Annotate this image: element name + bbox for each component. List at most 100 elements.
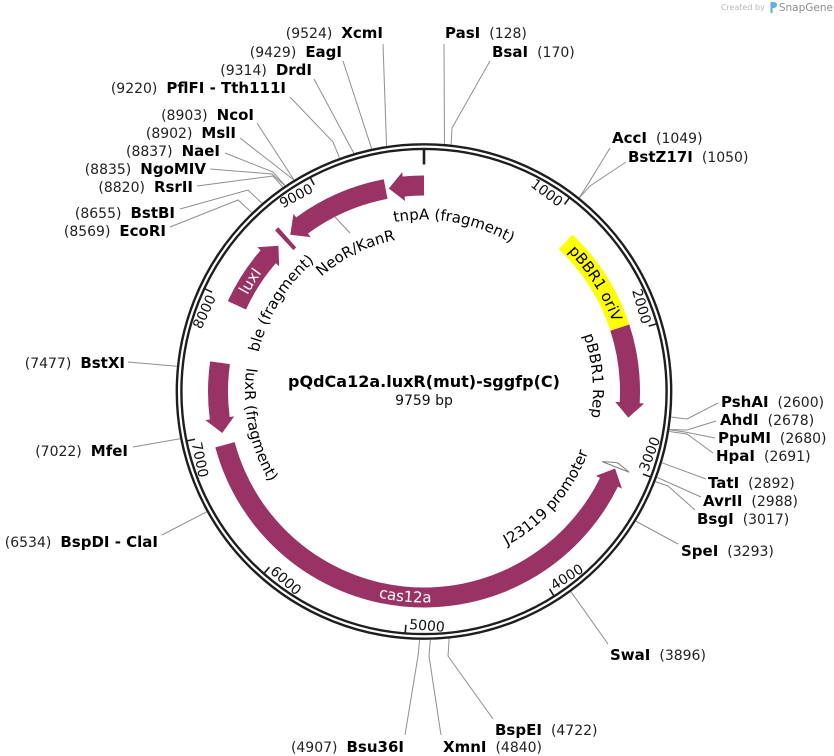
feature-cas12a[interactable] bbox=[215, 442, 622, 608]
enzyme-label-rsrii[interactable]: (8820)RsrII bbox=[98, 178, 193, 196]
enzyme-label-bstbi[interactable]: (8655)BstBI bbox=[75, 204, 175, 222]
enzyme-name[interactable]: MfeI bbox=[91, 442, 128, 460]
enzyme-label-drdi[interactable]: (9314)DrdI bbox=[220, 61, 312, 79]
feature-pbbr1-rep[interactable] bbox=[610, 324, 645, 418]
enzyme-name[interactable]: BstXI bbox=[80, 354, 125, 372]
enzyme-name[interactable]: SwaI bbox=[610, 646, 650, 664]
enzyme-label-eagi[interactable]: (9429)EagI bbox=[250, 43, 342, 61]
enzyme-name[interactable]: SpeI bbox=[681, 542, 718, 560]
enzyme-name[interactable]: TatI bbox=[708, 474, 739, 492]
feature-label-pbbr1-rep[interactable]: pBBR1 Rep bbox=[580, 331, 607, 419]
enzyme-label-bstz17i[interactable]: BstZ17I(1050) bbox=[628, 148, 748, 166]
feature-label-text[interactable]: pBBR1 oriV bbox=[565, 242, 626, 325]
enzyme-label-tati[interactable]: TatI(2892) bbox=[708, 474, 795, 492]
feature-label-text[interactable]: luxR (fragment) bbox=[241, 367, 282, 484]
enzyme-name[interactable]: BsaI bbox=[492, 43, 528, 61]
enzyme-label-xcmi[interactable]: (9524)XcmI bbox=[286, 24, 383, 42]
feature-pbbr1-oriv[interactable] bbox=[558, 234, 630, 331]
enzyme-label-ngomiv[interactable]: (8835)NgoMIV bbox=[85, 160, 207, 178]
feature-label-text[interactable]: pBBR1 Rep bbox=[580, 331, 607, 419]
feature-label-cas12a[interactable]: cas12a bbox=[378, 584, 432, 607]
feature-ble-fragment[interactable] bbox=[274, 227, 297, 251]
feature-neor-kanr[interactable] bbox=[290, 179, 388, 238]
enzyme-label-text[interactable]: (9429)EagI bbox=[250, 43, 342, 61]
feature-label-tnpa[interactable]: tnpA (fragment) bbox=[392, 205, 518, 246]
enzyme-label-mfei[interactable]: (7022)MfeI bbox=[35, 442, 128, 460]
enzyme-label-text[interactable]: (8903)NcoI bbox=[161, 106, 254, 124]
enzyme-label-text[interactable]: (9524)XcmI bbox=[286, 24, 383, 42]
enzyme-label-bspei[interactable]: BspEI(4722) bbox=[495, 721, 598, 739]
enzyme-name[interactable]: AvrII bbox=[703, 492, 742, 510]
enzyme-name[interactable]: XmnI bbox=[443, 738, 486, 756]
feature-tnpa-fragment[interactable] bbox=[388, 172, 424, 201]
enzyme-label-text[interactable]: (7022)MfeI bbox=[35, 442, 128, 460]
enzyme-name[interactable]: XcmI bbox=[341, 24, 383, 42]
enzyme-label-text[interactable]: SpeI(3293) bbox=[681, 542, 774, 560]
feature-label-neor-kanr[interactable]: NeoR/KanR bbox=[312, 226, 396, 279]
enzyme-name[interactable]: PflFI - Tth111I bbox=[166, 79, 286, 97]
enzyme-label-bstxi[interactable]: (7477)BstXI bbox=[25, 354, 125, 372]
enzyme-label-bspdi-clai[interactable]: (6534)BspDI - ClaI bbox=[5, 533, 158, 551]
enzyme-label-text[interactable]: PshAI(2600) bbox=[721, 393, 824, 411]
enzyme-name[interactable]: MslI bbox=[201, 124, 236, 142]
enzyme-name[interactable]: NcoI bbox=[217, 106, 254, 124]
enzyme-label-text[interactable]: (8837)NaeI bbox=[126, 142, 220, 160]
enzyme-label-msli[interactable]: (8902)MslI bbox=[146, 124, 236, 142]
enzyme-label-text[interactable]: (8569)EcoRI bbox=[64, 222, 166, 240]
enzyme-name[interactable]: NgoMIV bbox=[140, 160, 206, 178]
enzyme-label-ahdi[interactable]: AhdI(2678) bbox=[720, 411, 814, 429]
enzyme-label-ppumi[interactable]: PpuMI(2680) bbox=[718, 429, 826, 447]
enzyme-name[interactable]: EagI bbox=[305, 43, 342, 61]
enzyme-label-pflfi-tth111i[interactable]: (9220)PflFI - Tth111I bbox=[111, 79, 286, 97]
enzyme-label-text[interactable]: XmnI(4840) bbox=[443, 738, 542, 756]
enzyme-label-swai[interactable]: SwaI(3896) bbox=[610, 646, 706, 664]
enzyme-name[interactable]: HpaI bbox=[716, 447, 755, 465]
enzyme-name[interactable]: Bsu36I bbox=[347, 738, 405, 756]
enzyme-label-acci[interactable]: AccI(1049) bbox=[612, 129, 703, 147]
feature-label-pbbr1-oriv[interactable]: pBBR1 oriV bbox=[565, 242, 626, 325]
feature-j23119-promoter[interactable] bbox=[602, 461, 630, 473]
enzyme-label-text[interactable]: (8902)MslI bbox=[146, 124, 236, 142]
enzyme-name[interactable]: DrdI bbox=[276, 61, 312, 79]
enzyme-label-pshai[interactable]: PshAI(2600) bbox=[721, 393, 824, 411]
enzyme-label-text[interactable]: (4907)Bsu36I bbox=[291, 738, 404, 756]
enzyme-label-text[interactable]: BsgI(3017) bbox=[697, 510, 789, 528]
enzyme-label-text[interactable]: AccI(1049) bbox=[612, 129, 703, 147]
enzyme-label-text[interactable]: (7477)BstXI bbox=[25, 354, 125, 372]
enzyme-name[interactable]: EcoRI bbox=[119, 222, 166, 240]
enzyme-name[interactable]: PshAI bbox=[721, 393, 769, 411]
enzyme-label-ncoi[interactable]: (8903)NcoI bbox=[161, 106, 254, 124]
enzyme-name[interactable]: NaeI bbox=[182, 142, 220, 160]
enzyme-label-text[interactable]: (6534)BspDI - ClaI bbox=[5, 533, 158, 551]
enzyme-name[interactable]: BspEI bbox=[495, 721, 542, 739]
feature-label-luxr[interactable]: luxR (fragment) bbox=[241, 367, 282, 484]
feature-luxr-fragment[interactable] bbox=[205, 361, 235, 434]
feature-label-text[interactable]: tnpA (fragment) bbox=[392, 205, 518, 246]
enzyme-name[interactable]: PpuMI bbox=[718, 429, 771, 447]
enzyme-label-ecori[interactable]: (8569)EcoRI bbox=[64, 222, 166, 240]
enzyme-label-text[interactable]: SwaI(3896) bbox=[610, 646, 706, 664]
enzyme-label-text[interactable]: (8655)BstBI bbox=[75, 204, 175, 222]
feature-label-text[interactable]: cas12a bbox=[378, 584, 432, 607]
enzyme-label-text[interactable]: TatI(2892) bbox=[708, 474, 795, 492]
enzyme-label-text[interactable]: AhdI(2678) bbox=[720, 411, 814, 429]
enzyme-name[interactable]: RsrII bbox=[154, 178, 193, 196]
enzyme-label-text[interactable]: AvrII(2988) bbox=[703, 492, 798, 510]
enzyme-label-spei[interactable]: SpeI(3293) bbox=[681, 542, 774, 560]
enzyme-label-text[interactable]: PpuMI(2680) bbox=[718, 429, 826, 447]
enzyme-label-pasi[interactable]: PasI(128) bbox=[445, 24, 527, 42]
feature-luxi[interactable] bbox=[227, 245, 280, 310]
enzyme-label-naei[interactable]: (8837)NaeI bbox=[126, 142, 220, 160]
enzyme-label-text[interactable]: PasI(128) bbox=[445, 24, 527, 42]
enzyme-label-bsu36i[interactable]: (4907)Bsu36I bbox=[291, 738, 404, 756]
enzyme-label-hpai[interactable]: HpaI(2691) bbox=[716, 447, 811, 465]
feature-label-text[interactable]: NeoR/KanR bbox=[312, 226, 396, 279]
enzyme-label-text[interactable]: (9220)PflFI - Tth111I bbox=[111, 79, 286, 97]
enzyme-label-text[interactable]: BsaI(170) bbox=[492, 43, 575, 61]
enzyme-label-xmni[interactable]: XmnI(4840) bbox=[443, 738, 542, 756]
enzyme-name[interactable]: BstBI bbox=[130, 204, 175, 222]
enzyme-label-text[interactable]: (8820)RsrII bbox=[98, 178, 193, 196]
enzyme-label-text[interactable]: (9314)DrdI bbox=[220, 61, 312, 79]
enzyme-name[interactable]: BstZ17I bbox=[628, 148, 693, 166]
enzyme-name[interactable]: AccI bbox=[612, 129, 647, 147]
